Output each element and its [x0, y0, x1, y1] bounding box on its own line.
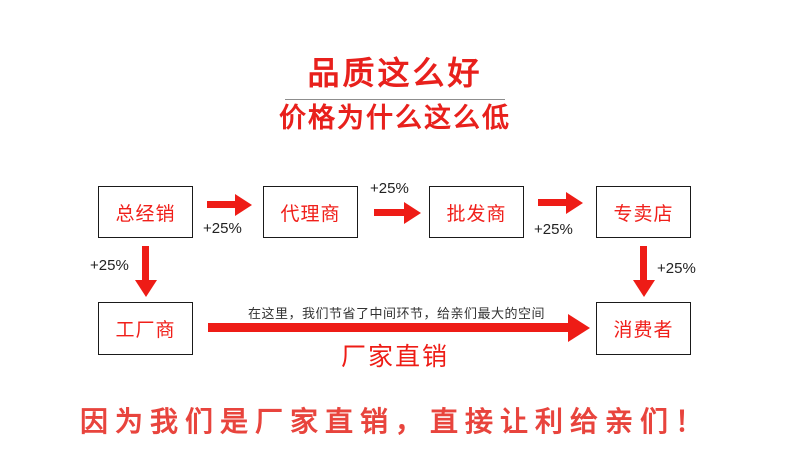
markup-agent-to-wholesaler: +25%	[370, 180, 409, 197]
markup-wholesaler-to-store: +25%	[534, 221, 573, 238]
arrow-agent-to-wholesaler	[374, 201, 421, 224]
arrow-distributor-to-agent	[207, 193, 252, 216]
node-distributor: 总经销	[98, 186, 193, 238]
direct-sales-label: 厂家直销	[341, 343, 450, 371]
arrow-factory-to-consumer	[208, 313, 590, 342]
arrow-distributor-to-factory	[134, 246, 157, 297]
markup-distributor-to-agent: +25%	[203, 220, 242, 237]
node-wholesaler: 批发商	[429, 186, 524, 238]
direct-sales-note: 在这里，我们节省了中间环节，给亲们最大的空间	[248, 306, 546, 321]
markup-distributor-to-factory: +25%	[90, 257, 129, 274]
node-factory: 工厂商	[98, 302, 193, 355]
page-title: 品质这么好	[307, 55, 483, 91]
title-divider	[285, 99, 505, 100]
arrow-wholesaler-to-store	[538, 191, 583, 214]
arrow-store-to-consumer	[632, 246, 655, 297]
node-agent: 代理商	[263, 186, 358, 238]
markup-store-to-consumer: +25%	[657, 260, 696, 277]
node-consumer: 消费者	[596, 302, 691, 355]
node-store: 专卖店	[596, 186, 691, 238]
footer-slogan: 因为我们是厂家直销，直接让利给亲们！	[79, 407, 710, 438]
page-subtitle: 价格为什么这么低	[279, 103, 511, 133]
